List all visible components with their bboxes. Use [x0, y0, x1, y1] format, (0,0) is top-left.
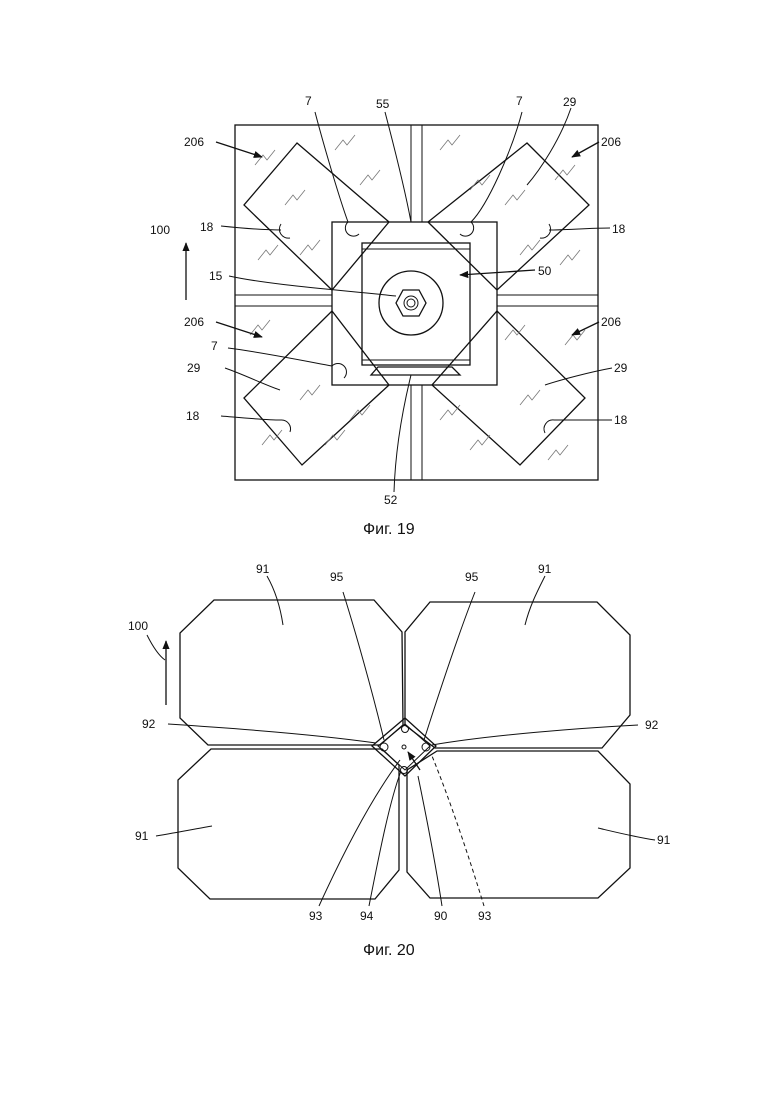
fig19-label-55: 55 — [376, 97, 390, 111]
fig20-label-93: 93 — [478, 909, 492, 923]
fig19-panel-bottom-right — [432, 311, 585, 465]
fig19-label-206: 206 — [601, 135, 621, 149]
fig20-label-100: 100 — [128, 619, 148, 633]
fig20-label-95: 95 — [465, 570, 479, 584]
fig20-hole-top — [402, 726, 409, 733]
fig20-caption: Фиг. 20 — [363, 942, 415, 959]
fig20-label-93: 93 — [309, 909, 323, 923]
fig19-label-18: 18 — [200, 220, 214, 234]
fig19-label-18: 18 — [614, 413, 628, 427]
fig20-hub-outer — [372, 718, 436, 776]
fig20-label-91: 91 — [256, 562, 270, 576]
fig20-hole-left — [380, 743, 388, 751]
fig20-label-91: 91 — [135, 829, 149, 843]
fig20-leaders — [147, 576, 655, 906]
fig19-label-52: 52 — [384, 493, 398, 507]
fig19-label-29: 29 — [563, 95, 577, 109]
fig19-label-206: 206 — [184, 315, 204, 329]
fig20-panel-top-right — [405, 602, 630, 748]
fig19-panel-top-left — [244, 143, 389, 290]
fig20-label-94: 94 — [360, 909, 374, 923]
fig20-center-hole — [402, 745, 406, 749]
fig19-label-206: 206 — [184, 135, 204, 149]
fig19-label-50: 50 — [538, 264, 552, 278]
fig19-label-18: 18 — [612, 222, 626, 236]
fig20-label-92: 92 — [645, 718, 659, 732]
fig19-reference-labels: 7 55 7 29 206 206 18 18 100 15 50 206 20… — [150, 94, 628, 507]
fig20-panel-bottom-right — [407, 751, 630, 898]
fig19-label-7: 7 — [305, 94, 312, 108]
figure-20: 91 95 95 91 100 92 92 91 91 93 94 90 93 … — [128, 562, 671, 959]
fig19-panel-bottom-left — [244, 311, 389, 465]
fig19-label-29: 29 — [187, 361, 201, 375]
fig20-label-90: 90 — [434, 909, 448, 923]
fig19-label-7: 7 — [211, 339, 218, 353]
fig19-central-unit — [332, 222, 497, 385]
fig19-outer-frame — [235, 125, 598, 480]
fig19-hub-circle — [379, 271, 443, 335]
fig20-central-hub — [372, 718, 436, 776]
fig20-label-91: 91 — [657, 833, 671, 847]
fig20-panel-bottom-left — [178, 749, 399, 899]
fig20-label-91: 91 — [538, 562, 552, 576]
fig19-caption: Фиг. 19 — [363, 521, 415, 538]
fig19-label-29: 29 — [614, 361, 628, 375]
fig19-leaders — [186, 108, 612, 492]
fig20-label-95: 95 — [330, 570, 344, 584]
fig19-panel-top-right — [428, 143, 589, 290]
fig19-housing-50 — [362, 243, 470, 365]
fig19-hex-nut-15 — [396, 290, 426, 316]
fig19-label-15: 15 — [209, 269, 223, 283]
fig19-label-100: 100 — [150, 223, 170, 237]
fig20-label-92: 92 — [142, 717, 156, 731]
fig19-channels — [235, 125, 598, 480]
fig19-label-206: 206 — [601, 315, 621, 329]
fig20-panel-top-left — [180, 600, 403, 745]
fig19-label-7: 7 — [516, 94, 523, 108]
figure-19: 7 55 7 29 206 206 18 18 100 15 50 206 20… — [150, 94, 628, 538]
fig19-panels — [244, 143, 589, 465]
fig19-hatching — [250, 135, 585, 460]
fig19-label-18: 18 — [186, 409, 200, 423]
